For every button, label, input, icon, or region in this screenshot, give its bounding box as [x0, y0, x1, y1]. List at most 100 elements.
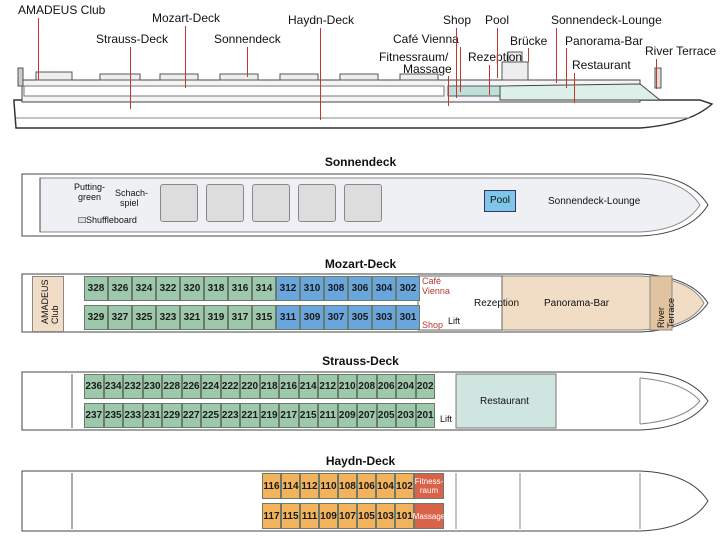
sonnendeck-title: Sonnendeck — [324, 155, 397, 169]
cabin-number: 318 — [207, 283, 225, 294]
cabin-number: 215 — [299, 410, 317, 421]
cabin-number: 235 — [104, 410, 122, 421]
cabin-102: 102 — [395, 473, 414, 499]
amadeus-club-room — [32, 276, 64, 332]
cabin-114: 114 — [281, 473, 300, 499]
cabin-number: 102 — [396, 480, 413, 492]
cabin-226: 226 — [181, 374, 201, 399]
cabin-222: 222 — [220, 374, 240, 399]
cabin-303: 303 — [372, 305, 396, 330]
cabin-number: 326 — [111, 283, 129, 294]
cabin-212: 212 — [318, 374, 338, 399]
cabin-221: 221 — [240, 403, 260, 428]
cabin-232: 232 — [123, 374, 143, 399]
pin-amadeus — [38, 18, 39, 80]
lift-label: Lift — [448, 316, 461, 326]
cabin-number: 328 — [87, 283, 105, 294]
cabin-110: 110 — [319, 473, 338, 499]
awning-3 — [252, 184, 290, 222]
cabin-number: 231 — [143, 410, 161, 421]
panorama-bar-label: Panorama-Bar — [544, 298, 610, 309]
cabin-202: 202 — [415, 374, 435, 399]
cabin-number: 110 — [320, 480, 337, 492]
cabin-number: 227 — [182, 410, 200, 421]
cabin-number: 329 — [87, 312, 105, 323]
putting-green-label-2: green — [78, 192, 102, 202]
cabin-number: 106 — [358, 480, 375, 492]
pin-mozart — [185, 26, 186, 88]
cabin-number: 105 — [358, 510, 375, 522]
cabin-number: 217 — [280, 410, 298, 421]
cabin-number: 226 — [182, 381, 200, 392]
haydn-title: Haydn-Deck — [325, 454, 396, 468]
cabin-number: 218 — [260, 381, 278, 392]
cabin-number: 104 — [377, 480, 394, 492]
cabin-number: 236 — [85, 381, 103, 392]
fitness-label-1: Fitness- — [414, 477, 444, 486]
cabin-number: 224 — [202, 381, 220, 392]
cabin-number: 321 — [183, 312, 201, 323]
cabin-number: 233 — [124, 410, 142, 421]
cabin-number: 311 — [279, 312, 297, 323]
ship-side-view: AMADEUS Club Strauss-Deck Mozart-Deck So… — [0, 0, 721, 150]
cabin-number: 114 — [282, 480, 299, 492]
cabin-number: 109 — [320, 510, 337, 522]
pin-river-terrace — [656, 59, 657, 89]
cabin-208: 208 — [357, 374, 377, 399]
cabin-316: 316 — [228, 276, 252, 301]
cabin-number: 216 — [280, 381, 298, 392]
massage-room: Massage — [413, 503, 445, 529]
cabin-number: 323 — [159, 312, 177, 323]
cabin-223: 223 — [220, 403, 240, 428]
pin-shop — [456, 28, 457, 98]
cabin-number: 301 — [399, 312, 417, 323]
label-pool: Pool — [485, 13, 510, 27]
cabin-number: 206 — [377, 381, 395, 392]
cabin-321: 321 — [180, 305, 204, 330]
cabin-number: 212 — [319, 381, 337, 392]
cabin-number: 108 — [339, 480, 356, 492]
cabin-205: 205 — [376, 403, 396, 428]
cabin-105: 105 — [357, 503, 376, 529]
cabin-234: 234 — [103, 374, 123, 399]
pin-sonnendeck — [247, 47, 248, 77]
cabin-number: 220 — [241, 381, 259, 392]
cabin-number: 117 — [263, 510, 280, 522]
cabin-number: 225 — [202, 410, 220, 421]
cabin-103: 103 — [376, 503, 395, 529]
cabin-number: 327 — [111, 312, 129, 323]
cabin-number: 111 — [301, 510, 318, 522]
cabin-number: 204 — [397, 381, 415, 392]
cabin-309: 309 — [300, 305, 324, 330]
cabin-320: 320 — [180, 276, 204, 301]
cafe-vienna-label-1: Café — [422, 276, 442, 286]
cabin-number: 324 — [135, 283, 153, 294]
cabin-number: 103 — [377, 510, 394, 522]
schachspiel-label-1: Schach- — [115, 188, 149, 198]
cabin-310: 310 — [300, 276, 324, 301]
cabin-number: 304 — [375, 283, 393, 294]
pool-label: Pool — [490, 195, 511, 206]
awning-5 — [344, 184, 382, 222]
cabin-number: 320 — [183, 283, 201, 294]
cabin-219: 219 — [259, 403, 279, 428]
cabin-228: 228 — [162, 374, 182, 399]
cabin-115: 115 — [281, 503, 300, 529]
cabin-211: 211 — [318, 403, 338, 428]
cabin-number: 237 — [85, 410, 103, 421]
cabin-number: 208 — [358, 381, 376, 392]
cabin-236: 236 — [84, 374, 104, 399]
cabin-number: 221 — [241, 410, 259, 421]
cabin-324: 324 — [132, 276, 156, 301]
label-river-terrace: River Terrace — [645, 44, 717, 58]
cabin-237: 237 — [84, 403, 104, 428]
putting-green-label-1: Putting- — [74, 182, 106, 192]
cabin-315: 315 — [252, 305, 276, 330]
cabin-number: 219 — [260, 410, 278, 421]
pin-cafe — [460, 47, 461, 92]
cabin-111: 111 — [300, 503, 319, 529]
label-shop: Shop — [443, 13, 472, 27]
label-fitness-1: Fitnessraum/ — [379, 50, 449, 64]
cabin-number: 317 — [231, 312, 249, 323]
cabin-312: 312 — [276, 276, 300, 301]
